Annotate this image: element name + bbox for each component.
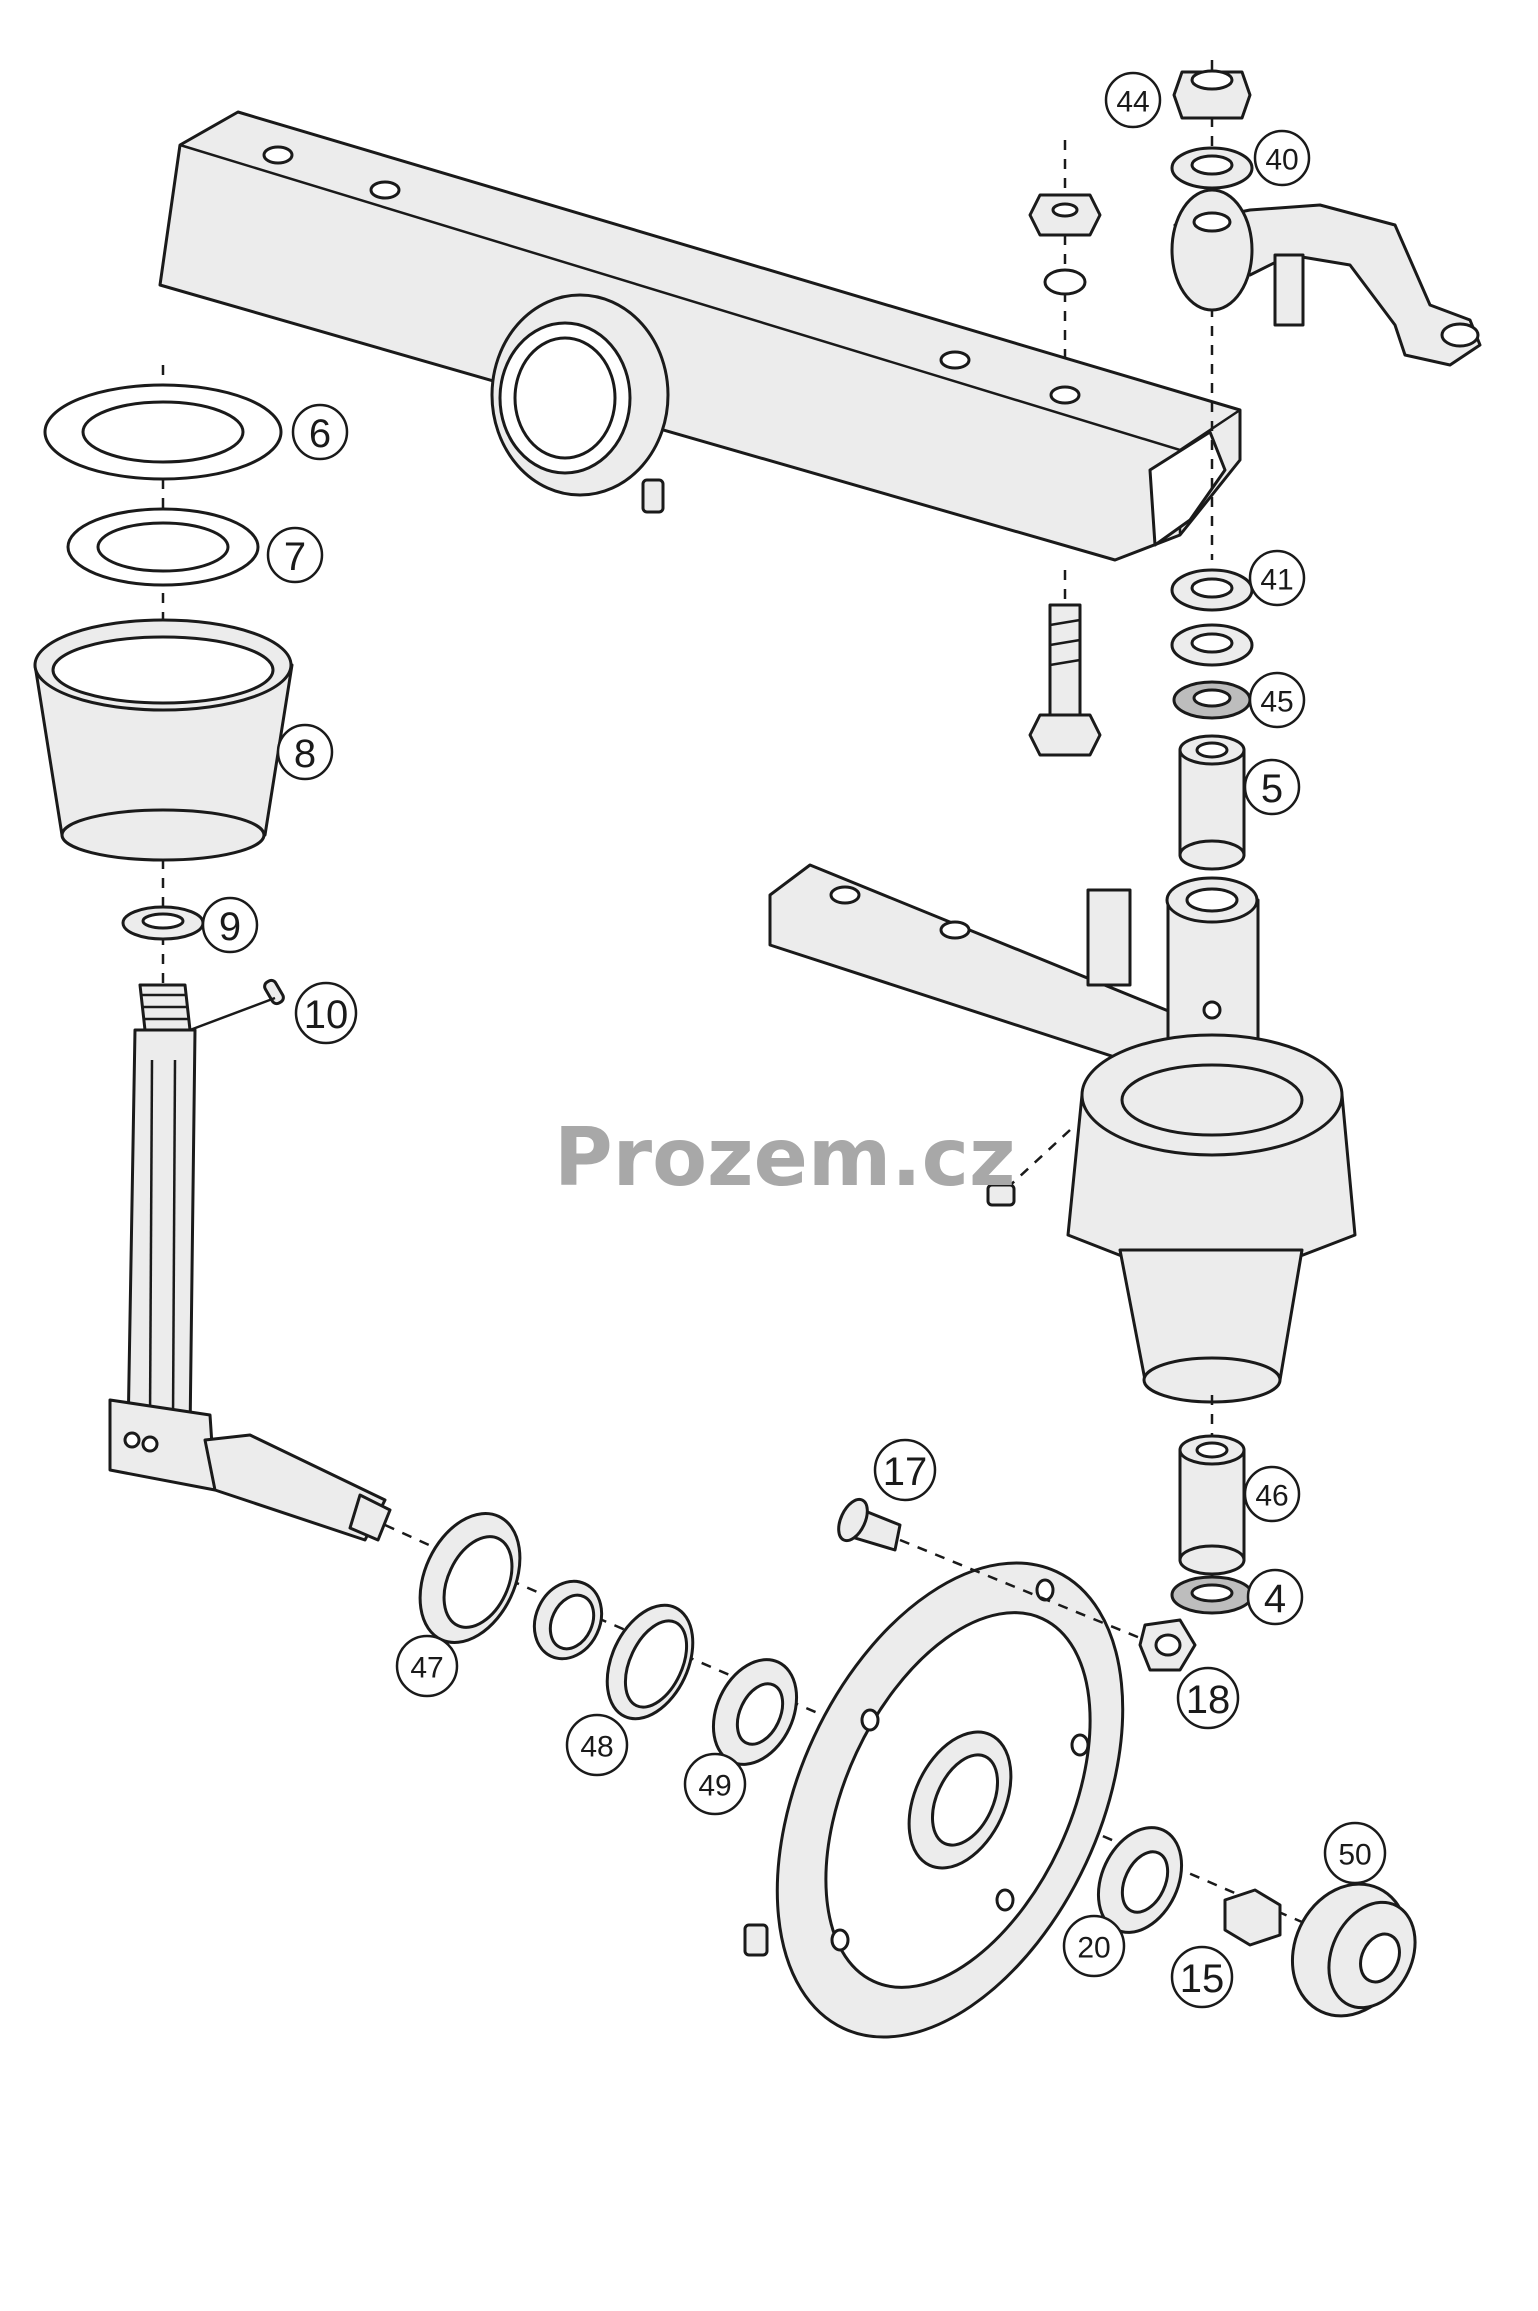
callout-5: 5 [1243, 758, 1301, 816]
callout-48: 48 [565, 1713, 629, 1777]
beam-bushing [490, 293, 670, 497]
svg-text:18: 18 [1186, 1678, 1231, 1722]
svg-text:45: 45 [1260, 686, 1293, 719]
callout-47: 47 [395, 1634, 459, 1698]
callout-6: 6 [291, 403, 349, 461]
callout-20: 20 [1062, 1914, 1126, 1978]
svg-text:20: 20 [1077, 1932, 1110, 1965]
callout-7: 7 [266, 526, 324, 584]
svg-text:15: 15 [1180, 1957, 1225, 2001]
nut-18 [1138, 1618, 1197, 1672]
callout-8: 8 [276, 723, 334, 781]
svg-text:6: 6 [309, 412, 331, 456]
svg-text:8: 8 [294, 732, 316, 776]
svg-text:4: 4 [1264, 1577, 1286, 1621]
hub-cap-50 [1290, 1882, 1417, 2018]
grease-nipple-upper [641, 478, 665, 514]
svg-text:7: 7 [284, 535, 306, 579]
callout-44: 44 [1104, 71, 1162, 129]
callout-9: 9 [201, 896, 259, 954]
grease-nipple-hub [986, 1183, 1016, 1207]
spacer-5 [1178, 734, 1246, 871]
circlip-45 [1172, 680, 1252, 720]
bearing-20 [1096, 1826, 1184, 1934]
nut-44 [1172, 69, 1252, 120]
callout-49: 49 [683, 1752, 747, 1816]
grease-nipple-disc [743, 1923, 769, 1957]
seal-ring [532, 1579, 604, 1661]
circlip-4 [1170, 1575, 1254, 1615]
beam-bolt [1028, 603, 1102, 757]
washer-9 [121, 905, 205, 941]
callout-46: 46 [1243, 1465, 1301, 1523]
bearing-49 [711, 1658, 799, 1766]
swivel-hub-housing [768, 863, 1357, 1404]
bearing-47 [418, 1512, 522, 1644]
callout-40: 40 [1253, 129, 1311, 187]
spring-washer-upper [1043, 268, 1087, 296]
callout-45: 45 [1248, 671, 1306, 729]
wheel-hub-disc [775, 1561, 1125, 2039]
washer-41 [1170, 568, 1254, 612]
ring-7 [66, 507, 260, 587]
stub-axle [108, 983, 392, 1542]
castle-nut-15 [1223, 1888, 1282, 1947]
svg-text:10: 10 [304, 993, 349, 1037]
pin-10 [263, 978, 285, 1006]
svg-text:50: 50 [1338, 1839, 1371, 1872]
svg-text:9: 9 [219, 905, 241, 949]
watermark-text: Prozem.cz [554, 1111, 1016, 1204]
steering-arm [1170, 188, 1482, 367]
svg-text:48: 48 [580, 1731, 613, 1764]
crossbar-beam [158, 110, 1242, 562]
bolt-17 [837, 1497, 902, 1552]
svg-text:44: 44 [1116, 86, 1149, 119]
callout-4: 4 [1246, 1568, 1304, 1626]
callout-17: 17 [873, 1438, 937, 1502]
callout-50: 50 [1323, 1821, 1387, 1885]
svg-text:46: 46 [1255, 1480, 1288, 1513]
dust-cup-8 [33, 618, 294, 862]
svg-text:41: 41 [1260, 564, 1293, 597]
ring-6 [43, 383, 283, 481]
svg-text:17: 17 [883, 1450, 928, 1494]
callout-18: 18 [1176, 1666, 1240, 1730]
callout-15: 15 [1170, 1945, 1234, 2009]
seal-48 [605, 1603, 695, 1721]
callout-10: 10 [294, 981, 358, 1045]
svg-text:5: 5 [1261, 767, 1283, 811]
svg-text:47: 47 [410, 1652, 443, 1685]
washer-40 [1170, 146, 1254, 190]
washer-41b [1170, 623, 1254, 667]
svg-text:49: 49 [698, 1770, 731, 1803]
svg-text:40: 40 [1265, 144, 1298, 177]
spacer-46 [1178, 1434, 1246, 1576]
callout-41: 41 [1248, 549, 1306, 607]
flange-nut-upper [1028, 193, 1102, 237]
